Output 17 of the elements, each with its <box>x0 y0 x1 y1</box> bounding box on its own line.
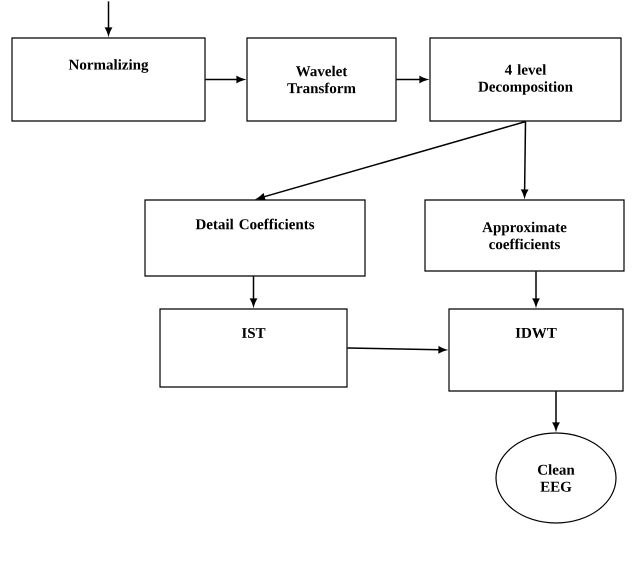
arrow <box>257 120 526 200</box>
process-box: IDWT <box>448 308 624 392</box>
arrow <box>250 276 257 306</box>
process-box: IST <box>159 308 348 388</box>
arrow <box>206 76 244 83</box>
arrow <box>521 122 528 198</box>
process-box: Detail Coefficients <box>144 199 366 277</box>
arrow <box>348 346 446 354</box>
arrow <box>396 76 428 83</box>
ellipse-node: Clean EEG <box>495 432 617 524</box>
arrow <box>552 392 560 430</box>
arrow <box>105 1 112 36</box>
process-box: Wavelet Transform <box>246 37 397 122</box>
arrow <box>532 272 540 306</box>
process-box: Normalizing <box>11 37 206 122</box>
process-box: Approximate coefficients <box>424 199 625 272</box>
process-box: 4 level Decomposition <box>429 37 622 122</box>
